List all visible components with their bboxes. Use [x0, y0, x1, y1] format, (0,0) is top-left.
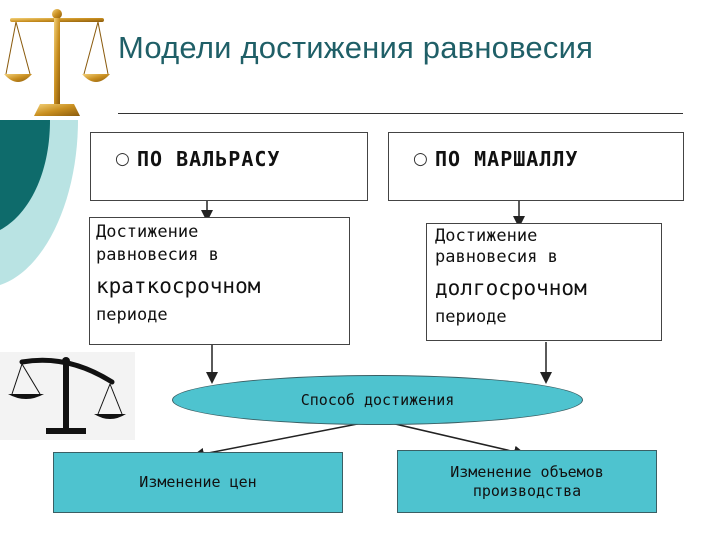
bullet-icon: ○ — [115, 149, 130, 169]
page-title: Модели достижения равновесия — [118, 30, 594, 65]
price-change-label: Изменение цен — [139, 473, 257, 492]
walras-header-label: ПО ВАЛЬРАСУ — [137, 147, 281, 171]
achievement-method-label: Способ достижения — [300, 391, 455, 409]
walras-desc-line3: краткосрочном — [96, 273, 261, 298]
price-change-box: Изменение цен — [53, 452, 343, 513]
walras-desc-line2: равновесия в — [96, 245, 219, 266]
achievement-method-ellipse: Способ достижения — [172, 375, 583, 425]
walras-desc-line1: Достижение — [96, 222, 199, 242]
marshall-model-header: ○ ПО МАРШАЛЛУ — [388, 132, 684, 201]
marshall-desc-line1: Достижение — [435, 226, 538, 246]
walras-description: Достижение равновесия в краткосрочном пе… — [89, 217, 350, 345]
scales-icon-bottom — [0, 352, 135, 440]
marshall-desc-line3: долгосрочном — [435, 275, 587, 300]
production-change-box: Изменение объемов производства — [397, 450, 657, 513]
marshall-desc-line4: периоде — [435, 306, 507, 327]
marshall-description: Достижение равновесия в долгосрочном пер… — [426, 223, 662, 341]
walras-desc-line4: периоде — [96, 304, 168, 325]
marshall-desc-line2: равновесия в — [435, 247, 558, 268]
walras-model-header: ○ ПО ВАЛЬРАСУ — [90, 132, 368, 201]
marshall-header-label: ПО МАРШАЛЛУ — [435, 147, 579, 171]
production-change-line1: Изменение объемов — [450, 462, 604, 481]
bullet-icon: ○ — [413, 149, 428, 169]
decorative-arc-shapes — [0, 120, 78, 285]
scales-icon-top — [4, 9, 110, 116]
title-divider — [118, 113, 683, 114]
production-change-line2: производства — [472, 481, 582, 500]
